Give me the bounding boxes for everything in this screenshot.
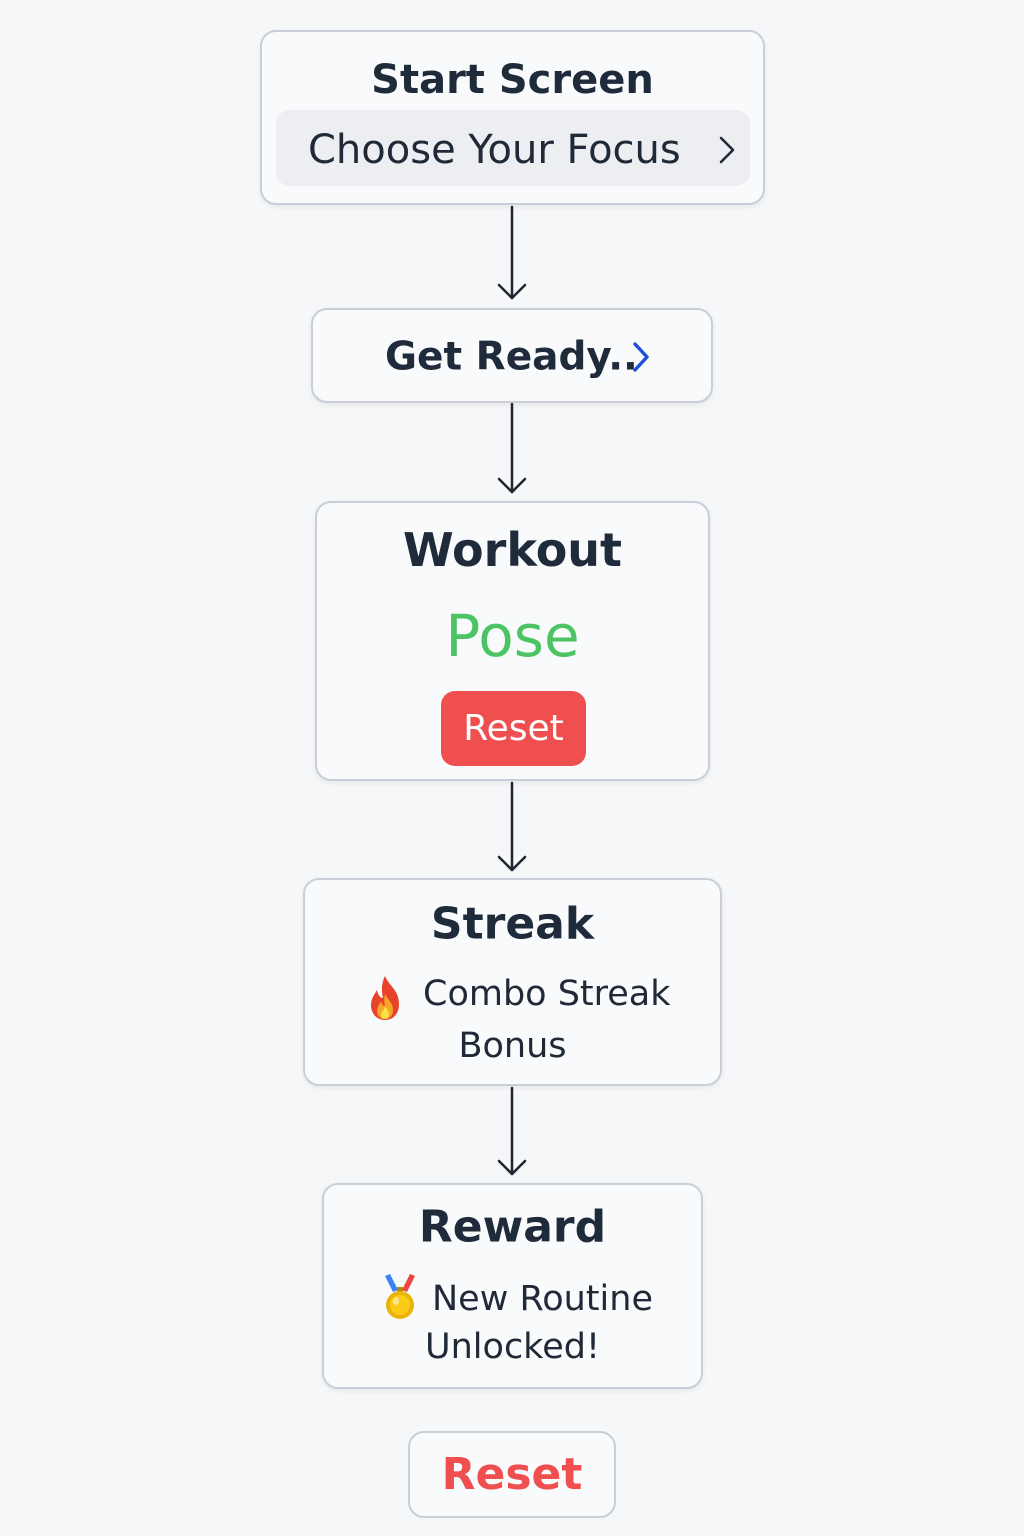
arrow-start-to-ready — [497, 205, 527, 300]
start-screen-title: Start Screen — [371, 57, 654, 103]
reward-card: Reward New Routine Unlocked! — [322, 1183, 703, 1389]
reset-button[interactable]: Reset — [408, 1431, 616, 1518]
choose-focus-label: Choose Your Focus — [308, 127, 681, 173]
arrow-streak-to-reward — [497, 1086, 527, 1176]
reward-text-line2: Unlocked! — [425, 1327, 600, 1367]
chevron-right-icon — [719, 136, 735, 164]
reward-text-line1: New Routine — [432, 1279, 653, 1319]
get-ready-label: Get Ready.. — [385, 334, 638, 380]
streak-title: Streak — [430, 898, 595, 950]
chevron-right-icon — [633, 342, 649, 372]
get-ready-button[interactable]: Get Ready.. — [311, 308, 713, 403]
workout-title: Workout — [402, 523, 623, 577]
workout-card: Workout Pose Reset — [315, 501, 710, 781]
medal-icon — [385, 1274, 415, 1319]
arrow-workout-to-streak — [497, 781, 527, 872]
workout-reset-button[interactable]: Reset — [441, 691, 586, 766]
reward-title: Reward — [418, 1201, 607, 1253]
streak-card: Streak Combo Streak Bonus — [303, 878, 722, 1086]
streak-text-line1: Combo Streak — [423, 974, 671, 1014]
fire-icon — [371, 976, 399, 1020]
choose-focus-button[interactable]: Choose Your Focus — [276, 110, 750, 186]
streak-text-line2: Bonus — [458, 1026, 567, 1066]
arrow-ready-to-workout — [497, 402, 527, 494]
pose-label: Pose — [445, 602, 580, 670]
start-screen-card: Start Screen Choose Your Focus — [260, 30, 765, 205]
